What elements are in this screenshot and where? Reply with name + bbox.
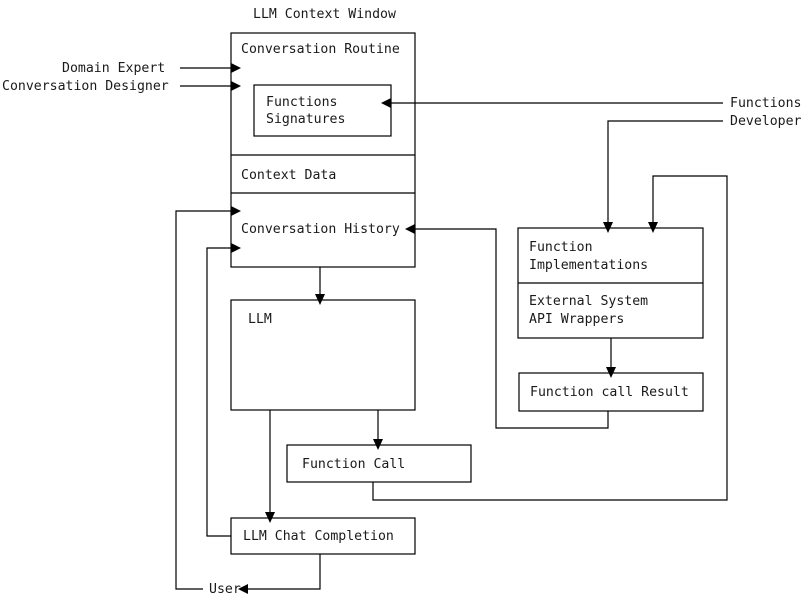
connector-functions-developer-to-implementations [607, 120, 723, 228]
arrowhead-conversation-history-lower-left [231, 243, 241, 253]
arrowhead-llm-chat-completion [265, 512, 275, 523]
connector-chat-completion-to-user [248, 554, 321, 590]
arrowhead-user [238, 584, 248, 594]
connector-chat-completion-to-history [206, 247, 231, 537]
function-call-label: Function Call [302, 457, 405, 472]
llm-label: LLM [248, 312, 272, 327]
functions-signatures-label-line1: Functions [266, 95, 337, 110]
function-implementations-label-line1: Function [529, 240, 593, 255]
arrowhead-conversation-history-right [405, 224, 415, 234]
arrowhead-conversation-designer [231, 81, 241, 91]
arrowhead-functions-signatures [381, 98, 391, 108]
arrowhead-conversation-history-upper-left [231, 206, 241, 216]
connector-function-call-to-implementations [372, 175, 728, 501]
connector-user-to-history [175, 210, 231, 590]
functions-signatures-box [253, 84, 392, 137]
actor-label-user: User [209, 582, 241, 597]
actor-label-domain-expert: Domain Expert [62, 61, 165, 76]
function-call-result-label: Function call Result [530, 385, 689, 400]
external-system-api-wrappers-label-line2: API Wrappers [529, 312, 624, 327]
arrowhead-function-implementations-left [603, 222, 613, 233]
llm-chat-completion-label: LLM Chat Completion [243, 529, 394, 544]
connector-result-to-conversation-history [415, 228, 609, 429]
actor-label-conversation-designer: Conversation Designer [2, 79, 169, 94]
function-implementations-label-line2: Implementations [529, 258, 648, 273]
arrowhead-llm [315, 294, 325, 305]
functions-signatures-label-line2: Signatures [266, 112, 345, 127]
section-label-conversation-routine: Conversation Routine [241, 42, 400, 57]
arrowhead-function-call [373, 439, 383, 450]
diagram-title: LLM Context Window [253, 7, 396, 22]
section-label-conversation-history: Conversation History [241, 222, 400, 237]
llm-box [230, 299, 416, 411]
actor-label-functions-developer-line1: Functions [730, 96, 801, 111]
actor-label-functions-developer-line2: Developer [730, 114, 802, 129]
arrowhead-function-call-result [606, 367, 616, 378]
llm-context-window-box [230, 32, 416, 268]
section-label-context-data: Context Data [241, 168, 336, 183]
arrowhead-function-implementations-right [648, 222, 658, 233]
external-system-api-wrappers-label-line1: External System [529, 294, 648, 309]
arrowhead-domain-expert [231, 63, 241, 73]
